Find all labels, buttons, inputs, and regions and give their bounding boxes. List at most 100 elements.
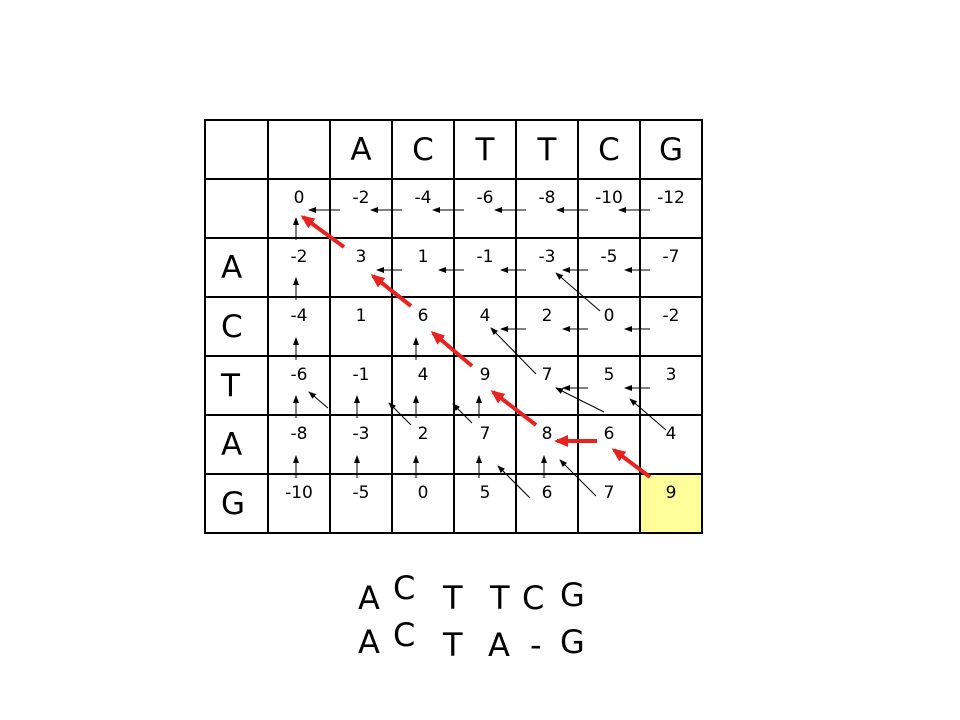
- score-value: 0: [603, 306, 615, 326]
- score-cell: -4: [391, 178, 455, 239]
- row-header: A: [204, 414, 269, 475]
- score-value: 9: [665, 483, 677, 503]
- score-value: -1: [352, 365, 370, 385]
- score-value: 4: [417, 365, 429, 385]
- score-value: -7: [662, 247, 680, 267]
- score-value: -1: [476, 247, 494, 267]
- score-value: -4: [290, 306, 308, 326]
- score-value: 1: [417, 247, 429, 267]
- seq1-char: A: [358, 579, 380, 617]
- score-cell: -3: [515, 237, 579, 298]
- score-cell: 3: [329, 237, 393, 298]
- score-value: -5: [600, 247, 618, 267]
- seq1-char: C: [522, 579, 545, 617]
- score-cell: -8: [267, 414, 331, 475]
- col-header: A: [329, 119, 393, 180]
- score-value: -4: [414, 188, 432, 208]
- score-value: 9: [479, 365, 491, 385]
- score-value: 5: [479, 483, 491, 503]
- score-cell: -4: [267, 296, 331, 357]
- score-cell: 2: [391, 414, 455, 475]
- col-header: C: [577, 119, 641, 180]
- score-value: 6: [417, 306, 429, 326]
- score-value: 3: [665, 365, 677, 385]
- score-value: 7: [479, 424, 491, 444]
- score-value: -2: [290, 247, 308, 267]
- score-value: -8: [538, 188, 556, 208]
- score-cell: -10: [577, 178, 641, 239]
- dp-matrix: A C T T C G 0 -2 -4 -6 -8 -10 -12 A -2 3…: [204, 119, 703, 534]
- corner-cell: [204, 119, 269, 180]
- score-cell: -6: [453, 178, 517, 239]
- score-cell: 4: [639, 414, 703, 475]
- score-cell: 7: [453, 414, 517, 475]
- score-value: -3: [538, 247, 556, 267]
- score-cell: 0: [391, 473, 455, 534]
- score-cell: 1: [329, 296, 393, 357]
- seq2-char: -: [530, 626, 542, 664]
- score-cell: 6: [515, 473, 579, 534]
- score-value: 2: [417, 424, 429, 444]
- score-value: 1: [355, 306, 367, 326]
- row-header: T: [204, 355, 269, 416]
- score-cell: -7: [639, 237, 703, 298]
- score-value: -2: [352, 188, 370, 208]
- score-value: -6: [476, 188, 494, 208]
- score-cell: 7: [577, 473, 641, 534]
- col-header: T: [453, 119, 517, 180]
- score-cell: 0: [267, 178, 331, 239]
- score-cell: 4: [391, 355, 455, 416]
- score-value: 4: [665, 424, 677, 444]
- score-cell: -2: [639, 296, 703, 357]
- score-cell: 6: [391, 296, 455, 357]
- score-value: 0: [293, 188, 305, 208]
- score-cell: 5: [577, 355, 641, 416]
- score-cell: 6: [577, 414, 641, 475]
- seq2-char: A: [488, 626, 510, 664]
- score-cell: 8: [515, 414, 579, 475]
- col-header: T: [515, 119, 579, 180]
- score-cell: 4: [453, 296, 517, 357]
- score-cell: 5: [453, 473, 517, 534]
- row-header: G: [204, 473, 269, 534]
- score-value: -5: [352, 483, 370, 503]
- seq1-char: T: [490, 579, 510, 617]
- score-value: 8: [541, 424, 553, 444]
- row-header: C: [204, 296, 269, 357]
- score-value: -8: [290, 424, 308, 444]
- score-value: 5: [603, 365, 615, 385]
- seq2-char: G: [560, 623, 585, 661]
- seq1-char: T: [443, 579, 463, 617]
- score-value: 7: [541, 365, 553, 385]
- score-cell: -5: [329, 473, 393, 534]
- score-cell: 9: [453, 355, 517, 416]
- score-cell: -2: [267, 237, 331, 298]
- score-value: 7: [603, 483, 615, 503]
- score-value: -10: [285, 483, 313, 503]
- score-cell: -1: [453, 237, 517, 298]
- score-value: 0: [417, 483, 429, 503]
- score-cell: 2: [515, 296, 579, 357]
- col-header: G: [639, 119, 703, 180]
- score-value: -12: [657, 188, 685, 208]
- score-value: -2: [662, 306, 680, 326]
- score-value: 2: [541, 306, 553, 326]
- score-cell: -6: [267, 355, 331, 416]
- row-header: A: [204, 237, 269, 298]
- corner-cell: [267, 119, 331, 180]
- score-cell: 1: [391, 237, 455, 298]
- score-value: -6: [290, 365, 308, 385]
- row-header: [204, 178, 269, 239]
- score-cell: -3: [329, 414, 393, 475]
- score-cell: -2: [329, 178, 393, 239]
- score-value: 6: [603, 424, 615, 444]
- score-value: 3: [355, 247, 367, 267]
- score-value: -3: [352, 424, 370, 444]
- seq2-char: C: [393, 616, 416, 654]
- score-value: 6: [541, 483, 553, 503]
- final-score-cell: 9: [639, 473, 703, 534]
- score-cell: 0: [577, 296, 641, 357]
- seq2-char: T: [443, 626, 463, 664]
- score-cell: -5: [577, 237, 641, 298]
